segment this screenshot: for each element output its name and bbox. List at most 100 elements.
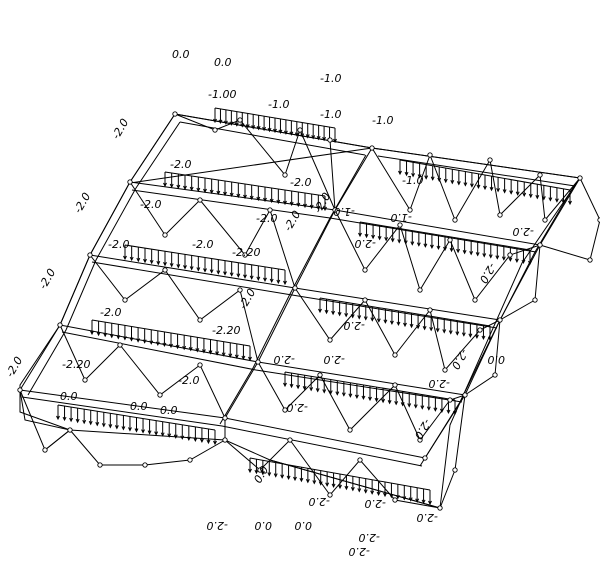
joint-node <box>332 207 338 213</box>
load-label: -1.0 <box>334 205 355 218</box>
load-label: -2.20 <box>212 324 240 337</box>
load-label: -2.0 <box>349 545 370 558</box>
chord-row3-bottom <box>91 261 498 329</box>
chord-row4-bottom <box>61 331 463 403</box>
load-label: -1.0 <box>268 98 289 111</box>
load-hatch-upper-right <box>398 159 572 206</box>
joint-node <box>222 437 228 443</box>
joint-nodes <box>17 111 600 511</box>
load-label: 0.0 <box>60 390 78 403</box>
load-hatch-row4 <box>90 319 252 362</box>
joint-node <box>392 352 398 358</box>
joint-node <box>422 455 428 461</box>
joint-node <box>442 367 448 373</box>
truss-2 <box>129 181 296 289</box>
load-label: -2.0 <box>207 519 228 532</box>
joint-node <box>287 437 293 443</box>
load-label: -2.0 <box>274 353 295 366</box>
joint-node <box>317 372 323 378</box>
joint-node <box>447 397 453 403</box>
joint-node <box>162 267 168 273</box>
joint-node <box>297 127 303 133</box>
joint-node <box>369 145 375 151</box>
joint-node <box>587 257 593 263</box>
truss-1 <box>174 113 336 211</box>
truss-9 <box>257 361 466 441</box>
load-label: -2.0 <box>429 377 450 390</box>
truss-3 <box>89 254 259 363</box>
load-hatch-row5 <box>56 404 217 446</box>
load-label: -2.0 <box>417 511 438 524</box>
load-hatch-lower-right <box>283 371 457 416</box>
load-label: -2.0 <box>281 208 303 233</box>
load-hatch-mid-right <box>358 221 532 266</box>
joint-node <box>507 252 513 258</box>
truss-4 <box>59 324 226 419</box>
load-label: -2.0 <box>365 497 386 510</box>
joint-node <box>67 427 73 433</box>
chord-row4-top <box>59 324 466 396</box>
joint-node <box>417 287 423 293</box>
chord-row5-bottom <box>21 396 423 467</box>
joint-node <box>82 377 88 383</box>
joint-node <box>392 497 398 503</box>
load-label: 0.0 <box>488 353 506 366</box>
joint-node <box>417 437 423 443</box>
load-label: -1.0 <box>391 211 412 224</box>
joint-node <box>292 285 298 291</box>
load-label: -2.0 <box>256 212 277 225</box>
load-label: -2.0 <box>140 198 161 211</box>
load-label: -2.20 <box>232 246 260 259</box>
joint-node <box>427 307 433 313</box>
load-label: -1.00 <box>208 88 236 101</box>
load-label: 0.0 <box>251 464 271 486</box>
trans-2a <box>224 147 373 440</box>
load-label: -1.0 <box>320 72 341 85</box>
joint-node <box>42 447 48 453</box>
joint-node <box>172 111 178 117</box>
joint-node <box>87 252 93 258</box>
joint-node <box>477 327 483 333</box>
joint-node <box>237 117 243 123</box>
joint-node <box>257 467 263 473</box>
joint-node <box>282 407 288 413</box>
joint-node <box>497 317 503 323</box>
load-label: -2.0 <box>170 158 191 171</box>
chord-row1-bottom <box>179 121 366 156</box>
trans-3b <box>419 185 575 467</box>
load-label: -2.0 <box>36 266 58 291</box>
load-hatch-row1 <box>213 107 337 144</box>
joint-node <box>327 137 333 143</box>
load-label: -2.0 <box>344 319 365 332</box>
joint-node <box>212 127 218 133</box>
joint-node <box>122 297 128 303</box>
joint-node <box>197 317 203 323</box>
load-label: -2.0 <box>477 261 499 286</box>
truss-7 <box>334 209 541 301</box>
joint-node <box>537 172 543 178</box>
truss-8 <box>294 287 501 372</box>
joint-node <box>347 427 353 433</box>
load-label: 0.0 <box>160 404 178 417</box>
load-label: 0.0 <box>214 56 232 69</box>
chord-row5-top <box>19 389 426 459</box>
joint-node <box>255 359 261 365</box>
joint-node <box>187 457 193 463</box>
load-hatch-center-right <box>318 297 492 342</box>
load-label: 0.0 <box>130 400 148 413</box>
trans-2b <box>219 154 367 425</box>
joint-node <box>447 237 453 243</box>
joint-node <box>157 392 163 398</box>
load-hatch-row2 <box>163 171 327 212</box>
load-label: 0.0 <box>295 519 313 532</box>
joint-node <box>577 175 583 181</box>
joint-node <box>142 462 148 468</box>
joint-node <box>57 322 63 328</box>
load-hatch-row3 <box>123 244 287 286</box>
chord-row6 <box>269 459 441 509</box>
joint-node <box>427 152 433 158</box>
joint-node <box>222 415 228 421</box>
joint-node <box>407 207 413 213</box>
load-label: -1.0 <box>402 174 423 187</box>
load-arrows <box>56 107 572 506</box>
